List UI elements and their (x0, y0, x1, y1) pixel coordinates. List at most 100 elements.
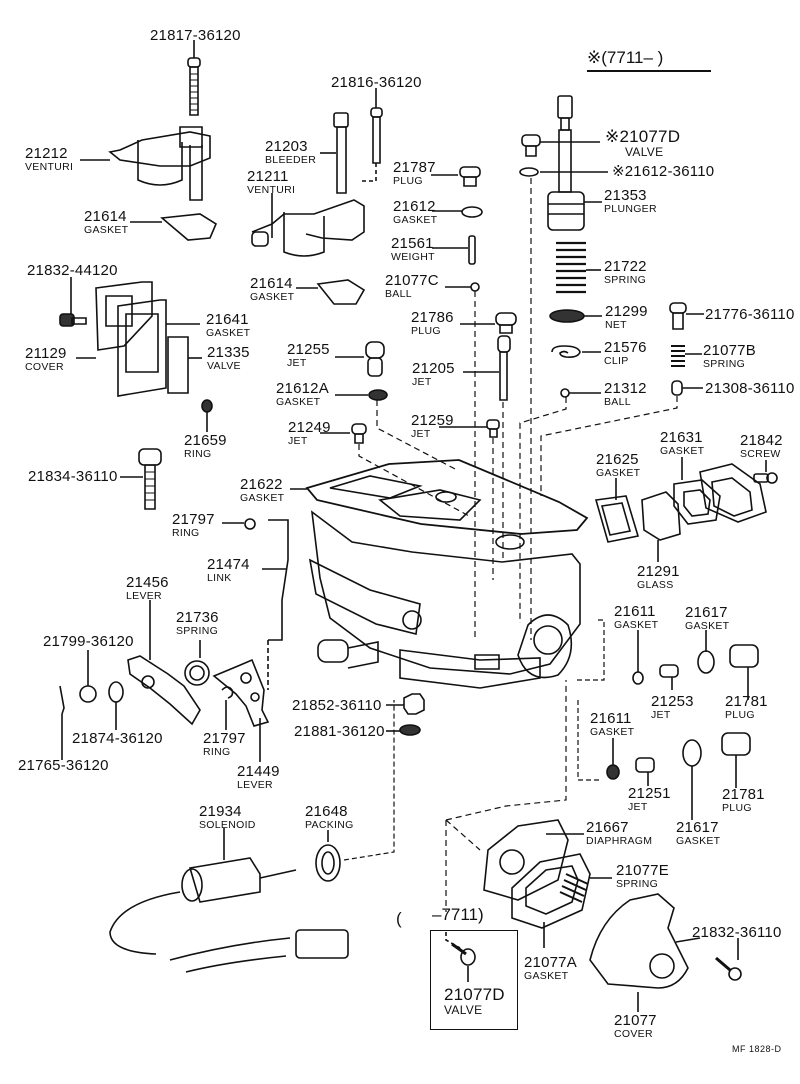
part-label[interactable]: 21874-36120 (72, 731, 163, 746)
jet-21205-icon (498, 336, 510, 400)
part-name: PLUG (725, 709, 755, 721)
part-label[interactable]: 21852-36110 (292, 698, 382, 713)
part-number: 21612 (393, 198, 436, 215)
washer-21881-icon (400, 725, 420, 735)
gasket-21617-top-icon (698, 651, 714, 673)
jet-21259-icon (487, 420, 499, 437)
part-number: 21449 (237, 763, 280, 780)
part-label[interactable]: 21817-36120 (150, 28, 241, 43)
serial-range-note: ※(7711– ) (587, 48, 664, 67)
part-name: RING (172, 527, 200, 539)
part-number: 21561 (391, 235, 434, 252)
part-label[interactable]: 21776-36110 (705, 307, 795, 322)
screw-21834-icon (139, 449, 161, 509)
part-name: GASKET (660, 445, 705, 457)
part-name: VENTURI (25, 161, 74, 173)
part-number: 21776-36110 (705, 306, 795, 323)
part-label[interactable]: 21816-36120 (331, 75, 422, 90)
part-name: SCREW (740, 448, 781, 460)
part-number: 21934 (199, 803, 242, 820)
part-name: DIAPHRAGM (586, 835, 653, 847)
gasket-21614-mid-icon (318, 280, 364, 304)
part-number: 21077A (524, 954, 577, 971)
part-label[interactable]: 21832-36110 (692, 925, 782, 940)
part-number: 21611 (614, 603, 656, 620)
clip-21576-icon (552, 346, 580, 357)
part-number: 21611 (590, 710, 632, 727)
part-name: GASKET (685, 620, 730, 632)
ball-21077C-icon (471, 283, 479, 291)
part-name: SPRING (604, 274, 647, 286)
part-name: NET (605, 319, 627, 331)
part-name: GASKET (590, 726, 635, 738)
part-number: 21205 (412, 360, 455, 377)
part-name: GASKET (524, 970, 569, 982)
part-label[interactable]: 21308-36110 (705, 381, 795, 396)
part-number: 21617 (685, 604, 728, 621)
part-number: 21255 (287, 341, 330, 358)
part-label[interactable]: 21881-36120 (294, 724, 385, 739)
part-label[interactable]: 21832-44120 (27, 263, 118, 278)
part-label[interactable]: 21834-36110 (28, 469, 118, 484)
part-name: PLUG (393, 175, 423, 187)
part-label[interactable]: ※21612-36110 (612, 164, 714, 179)
part-name: GASKET (206, 327, 251, 339)
part-label[interactable]: 21799-36120 (43, 634, 134, 649)
part-number: 21077D (444, 985, 505, 1004)
part-label[interactable]: 21765-36120 (18, 758, 109, 773)
